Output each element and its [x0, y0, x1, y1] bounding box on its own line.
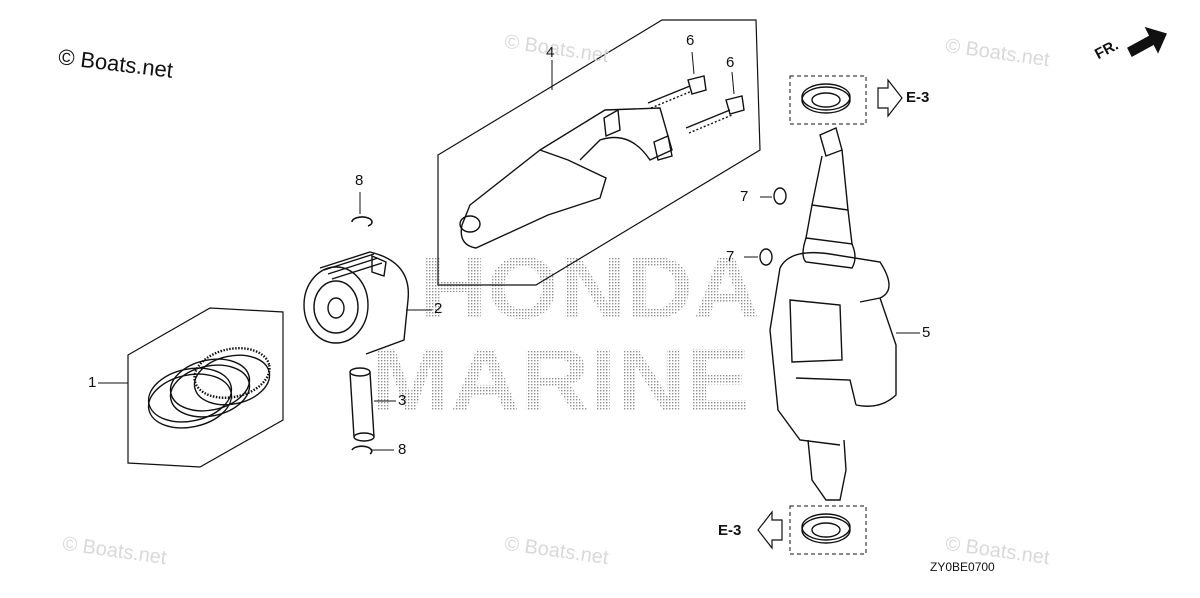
crank-key-upper [760, 187, 787, 205]
callout-8-upper: 8 [355, 172, 364, 189]
piston-pin [349, 367, 396, 442]
front-arrow-icon [1127, 26, 1167, 57]
oil-seal-lower [789, 505, 867, 555]
pin-clip-lower [351, 445, 394, 455]
crank-key-lower [744, 248, 773, 266]
callout-3: 3 [398, 392, 407, 409]
callout-4: 4 [546, 44, 555, 61]
callout-6-lower: 6 [726, 54, 735, 71]
ref-arrow-left-icon [757, 510, 783, 550]
ref-arrow-right-icon [877, 78, 903, 118]
ref-label-bottom: E-3 [718, 522, 742, 539]
crankshaft [769, 127, 920, 501]
callout-7-lower: 7 [726, 248, 735, 265]
callout-1: 1 [88, 374, 97, 391]
piston-ring-set [98, 307, 284, 468]
callout-2: 2 [434, 300, 443, 317]
brand-line-2: MARINE [370, 330, 750, 429]
callout-5: 5 [922, 324, 931, 341]
connecting-rod [437, 19, 761, 286]
rod-bolt-upper [647, 51, 707, 109]
drawing-code: ZY0BE0700 [930, 560, 995, 574]
callout-8-lower: 8 [398, 441, 407, 458]
piston [303, 251, 432, 355]
ref-label-top: E-3 [906, 89, 930, 106]
pin-clip-upper [351, 192, 373, 227]
callout-6-upper: 6 [686, 32, 695, 49]
rod-bolt-lower [685, 71, 745, 134]
brand-line-1: HONDA [420, 238, 760, 337]
callout-7-upper: 7 [740, 188, 749, 205]
oil-seal-upper [789, 75, 867, 125]
